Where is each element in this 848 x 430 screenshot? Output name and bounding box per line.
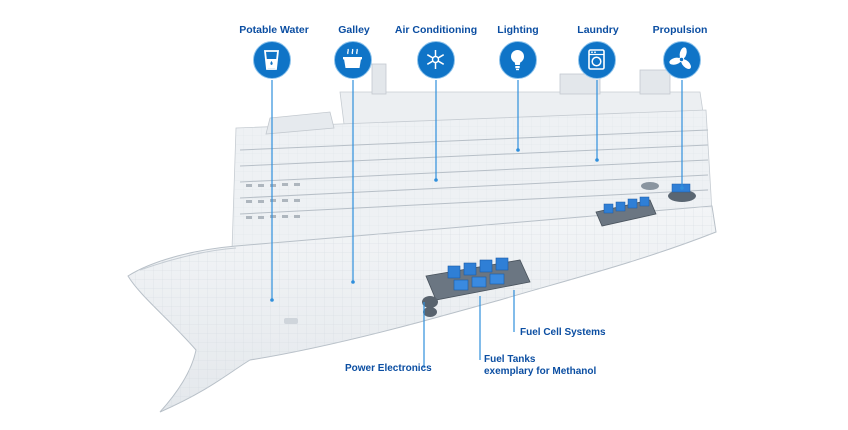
label-laundry: Laundry <box>577 24 619 36</box>
label-fuel-tanks: Fuel Tanks exemplary for Methanol <box>484 354 596 378</box>
snowflake-sun-icon <box>417 41 455 79</box>
label-propulsion: Propulsion <box>652 24 708 36</box>
washing-machine-icon <box>578 41 616 79</box>
label-fuel-tanks-line2: exemplary for Methanol <box>484 366 597 377</box>
fuel-cell-module-front <box>422 257 531 317</box>
leader-lines <box>271 80 683 368</box>
label-potable-water: Potable Water <box>239 24 309 36</box>
hull <box>127 205 717 413</box>
label-galley: Galley <box>338 24 370 36</box>
propeller-icon <box>663 41 701 79</box>
light-bulb-icon <box>499 41 537 79</box>
cooking-pot-icon <box>334 41 372 79</box>
label-power-electronics: Power Electronics <box>345 363 432 374</box>
label-lighting: Lighting <box>497 24 539 36</box>
water-glass-icon <box>253 41 291 79</box>
label-fuel-cell-systems: Fuel Cell Systems <box>520 327 606 338</box>
label-air-conditioning: Air Conditioning <box>394 24 478 36</box>
superstructure <box>231 63 713 251</box>
fuel-cell-module-aft <box>595 196 657 227</box>
label-fuel-tanks-line1: Fuel Tanks <box>484 354 536 365</box>
